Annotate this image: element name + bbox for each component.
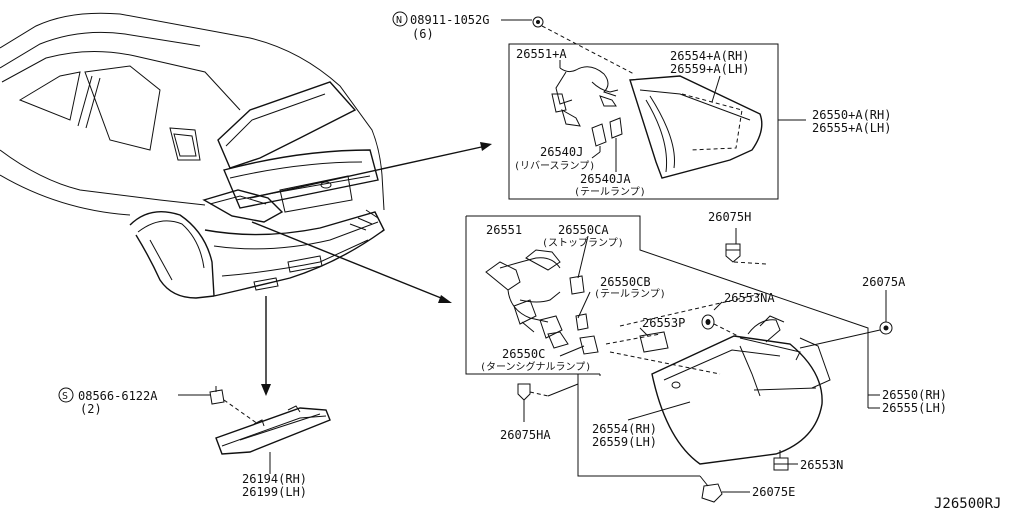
top-assembly-group	[501, 16, 806, 200]
leader-arrows	[249, 142, 492, 396]
reflector-label-rh: 26194(RH)	[242, 472, 307, 486]
diagram-code: J26500RJ	[934, 496, 1001, 512]
top-bulb2-desc: (テールランプ)	[574, 186, 646, 198]
bottom-lamp-shape	[605, 293, 831, 465]
clip-a-label: 26075A	[862, 275, 906, 289]
top-bulb2-label: 26540JA	[580, 172, 631, 186]
packing-n-label: 26553N	[800, 458, 843, 472]
bulb-tail-desc: (テールランプ)	[594, 288, 666, 300]
clip-a-icon	[879, 321, 893, 335]
top-lens-label-lh: 26559+A(LH)	[670, 62, 749, 76]
top-bulb-reverse	[591, 123, 607, 152]
packing-n-icon	[773, 457, 789, 471]
top-assy-label-rh: 26550+A(RH)	[812, 108, 891, 122]
top-assy-label-lh: 26555+A(LH)	[812, 121, 891, 135]
nut-qty: (6)	[412, 27, 434, 41]
clip-e-label: 26075E	[752, 485, 795, 499]
top-lamp-shape	[629, 75, 763, 179]
clip-h-icon	[725, 243, 741, 263]
vehicle-rear-illustration	[0, 12, 385, 299]
bulb-turn-shape	[579, 335, 599, 355]
screw-label: 08566-6122A	[78, 389, 158, 403]
bulb-stop-desc: (ストップランプ)	[542, 237, 624, 249]
top-lens-label-rh: 26554+A(RH)	[670, 49, 749, 63]
bulb-tail-shape	[575, 313, 589, 331]
bottom-lens-label-rh: 26554(RH)	[592, 422, 657, 436]
top-bulb1-desc: (リバースランプ)	[514, 160, 595, 172]
reflector-label-lh: 26199(LH)	[242, 485, 307, 499]
top-bulb1-label: 26540J	[540, 145, 583, 159]
nut-symbol: N	[396, 15, 402, 26]
screw-symbol: S	[62, 391, 68, 402]
bottom-socket-harness	[485, 249, 569, 349]
bottom-lens-label-lh: 26559(LH)	[592, 435, 657, 449]
bulb-turn-desc: (ターンシグナルランプ)	[480, 360, 591, 373]
bulb-tail-label: 26550CB	[600, 275, 651, 289]
clip-h-label: 26075H	[708, 210, 751, 224]
reflector-screw-icon	[209, 386, 225, 405]
packing-p-shape	[639, 331, 669, 353]
screw-symbol-circle	[58, 387, 74, 403]
reflector-shape	[215, 405, 331, 455]
clip-ha-icon	[517, 383, 531, 401]
bulb-turn-label: 26550C	[502, 347, 545, 361]
nut-icon	[532, 16, 544, 28]
packing-na-label: 26553NA	[724, 291, 775, 305]
packing-p-label: 26553P	[642, 316, 685, 330]
clip-ha-label: 26075HA	[500, 428, 551, 442]
bulb-stop-label: 26550CA	[558, 223, 609, 237]
top-socket-harness	[551, 66, 619, 127]
screw-qty: (2)	[80, 402, 102, 416]
bottom-assy-label-rh: 26550(RH)	[882, 388, 947, 402]
bulb-stop-shape	[569, 275, 585, 295]
bottom-assy-label-lh: 26555(LH)	[882, 401, 947, 415]
nut-label: 08911-1052G	[410, 13, 489, 27]
top-bulb-tail	[609, 117, 623, 172]
bottom-assembly-group	[465, 215, 893, 503]
nut-symbol-circle	[392, 11, 408, 27]
clip-e-icon	[701, 483, 723, 503]
packing-na-icon	[701, 314, 715, 330]
top-socket-label: 26551+A	[516, 47, 567, 61]
bottom-harness-label: 26551	[486, 223, 522, 237]
reflector-group	[178, 386, 331, 474]
